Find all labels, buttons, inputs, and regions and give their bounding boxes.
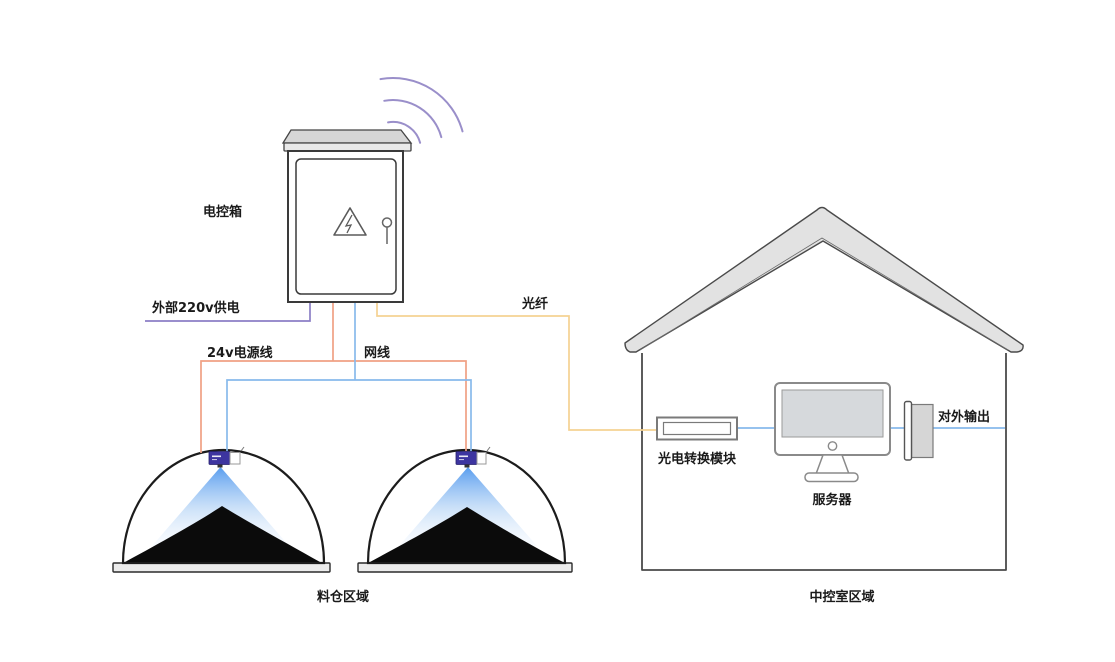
lightning-bolt-icon (344, 214, 353, 234)
silo-area-label: 料仓区域 (317, 589, 369, 605)
wifi-arc-small (387, 120, 422, 144)
house-roof (624, 206, 1024, 353)
silo-2-coal-pile (370, 507, 563, 562)
monitor-button (827, 441, 838, 451)
module-inner-box (662, 421, 732, 436)
door-handle-icon (381, 217, 393, 228)
silo-2-scan-beam (399, 467, 537, 546)
laser-scanner-icon (455, 451, 478, 465)
scanner-side-box (229, 452, 241, 465)
wire-fiber-optic (376, 302, 657, 431)
silo-2-base (357, 562, 573, 573)
scanner-side-box (476, 452, 487, 465)
cabinet-roof-fascia (283, 142, 412, 152)
scanner-text-mark (212, 459, 217, 461)
server-label: 服务器 (812, 492, 852, 508)
house-roof-underside (639, 237, 1009, 351)
scanner-lens (217, 464, 223, 468)
laser-scanner-2 (455, 446, 491, 468)
wire-external-220v (145, 302, 311, 322)
silo-1 (112, 448, 331, 573)
electric-control-cabinet (281, 129, 413, 303)
optical-converter-module (656, 416, 738, 441)
silo-2 (357, 448, 573, 573)
laser-scanner-1 (208, 446, 245, 468)
silo-1-coal-pile (125, 506, 320, 562)
monitor-base (804, 472, 859, 483)
external-output-device (903, 400, 934, 461)
control-box-label: 电控箱 (203, 204, 242, 220)
wire-24v-power (200, 302, 467, 453)
wifi-arc-medium (383, 99, 443, 139)
server-computer (774, 382, 891, 483)
output-device-plate (903, 400, 913, 461)
wifi-signal-icon (379, 77, 464, 144)
power-24v-label: 24v电源线 (207, 345, 273, 361)
laser-scanner-icon (208, 451, 231, 465)
scanner-lens (464, 464, 470, 468)
fiber-optic-label: 光纤 (521, 296, 548, 312)
optical-module-label: 光电转换模块 (657, 451, 737, 467)
wire-network (226, 302, 472, 453)
monitor-screen (781, 389, 884, 438)
scanner-text-mark (459, 455, 468, 458)
scanner-text-mark (212, 455, 221, 458)
scanner-text-mark (459, 459, 464, 461)
external-output-label: 对外输出 (938, 409, 990, 425)
scanner-antenna-icon (240, 446, 245, 452)
silo-1-base (112, 562, 331, 573)
wiring (145, 302, 1005, 453)
output-device-body (910, 403, 934, 459)
network-cable-label: 网线 (364, 345, 390, 361)
high-voltage-warning-icon (333, 207, 367, 236)
scanner-antenna-icon (486, 446, 491, 452)
wifi-arc-large (379, 77, 464, 133)
external-power-label: 外部220v供电 (151, 300, 240, 316)
cabinet-roof-top (281, 129, 413, 144)
control-room-label: 中控室区域 (809, 589, 874, 605)
